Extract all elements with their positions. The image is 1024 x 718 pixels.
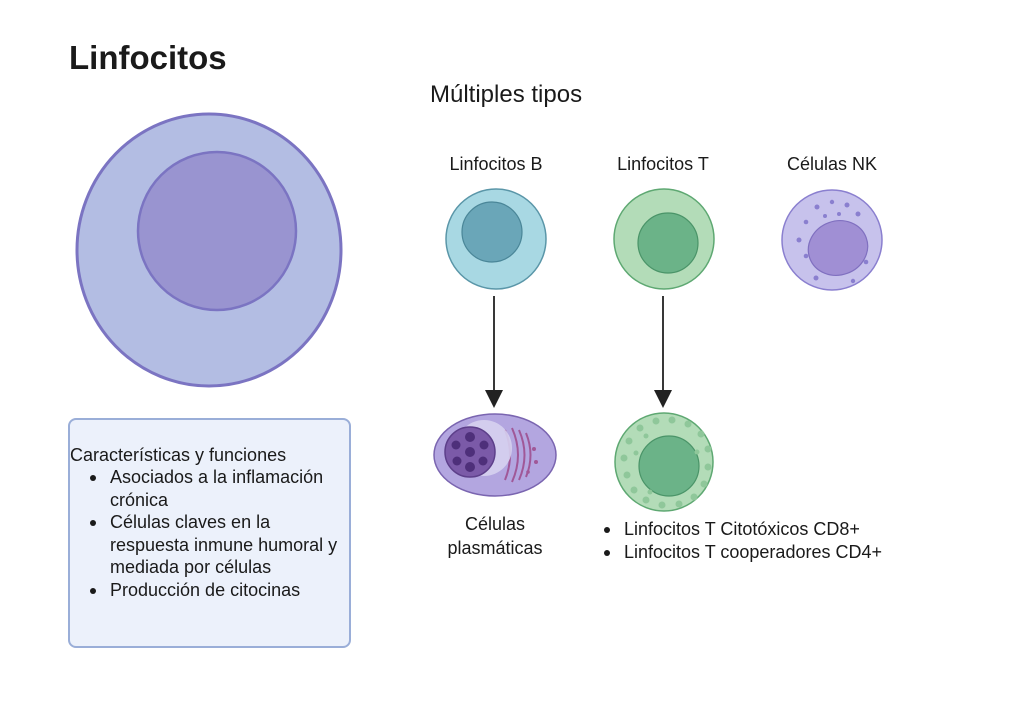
plasma-cells-label: Células plasmáticas <box>447 514 543 558</box>
plasma-cell-icon <box>433 413 557 497</box>
page-title: Linfocitos <box>69 39 227 76</box>
b-cell-icon <box>445 188 547 290</box>
info-box <box>68 418 351 648</box>
list-item: Linfocitos T Citotóxicos CD8+ <box>604 518 964 541</box>
list-item: Linfocitos T cooperadores CD4+ <box>604 541 964 564</box>
b-cells-label: Linfocitos B <box>449 154 543 174</box>
nk-cell-icon <box>781 189 883 291</box>
nk-cells-label: Células NK <box>786 154 878 174</box>
list-item: Células claves en la respuesta inmune hu… <box>70 511 350 579</box>
list-item: Producción de citocinas <box>70 579 350 602</box>
info-heading: Características y funciones <box>70 445 287 465</box>
t-cell-icon <box>613 188 715 290</box>
list-item: Asociados a la inflamación crónica <box>70 466 350 511</box>
t-cells-label: Linfocitos T <box>617 154 709 174</box>
subtitle: Múltiples tipos <box>430 81 583 108</box>
t-subtype-list: Linfocitos T Citotóxicos CD8+ Linfocitos… <box>604 518 964 563</box>
lymphocyte-cell-icon <box>75 112 343 388</box>
info-list: Asociados a la inflamación crónica Célul… <box>70 466 350 601</box>
cytotoxic-t-cell-icon <box>614 412 714 512</box>
